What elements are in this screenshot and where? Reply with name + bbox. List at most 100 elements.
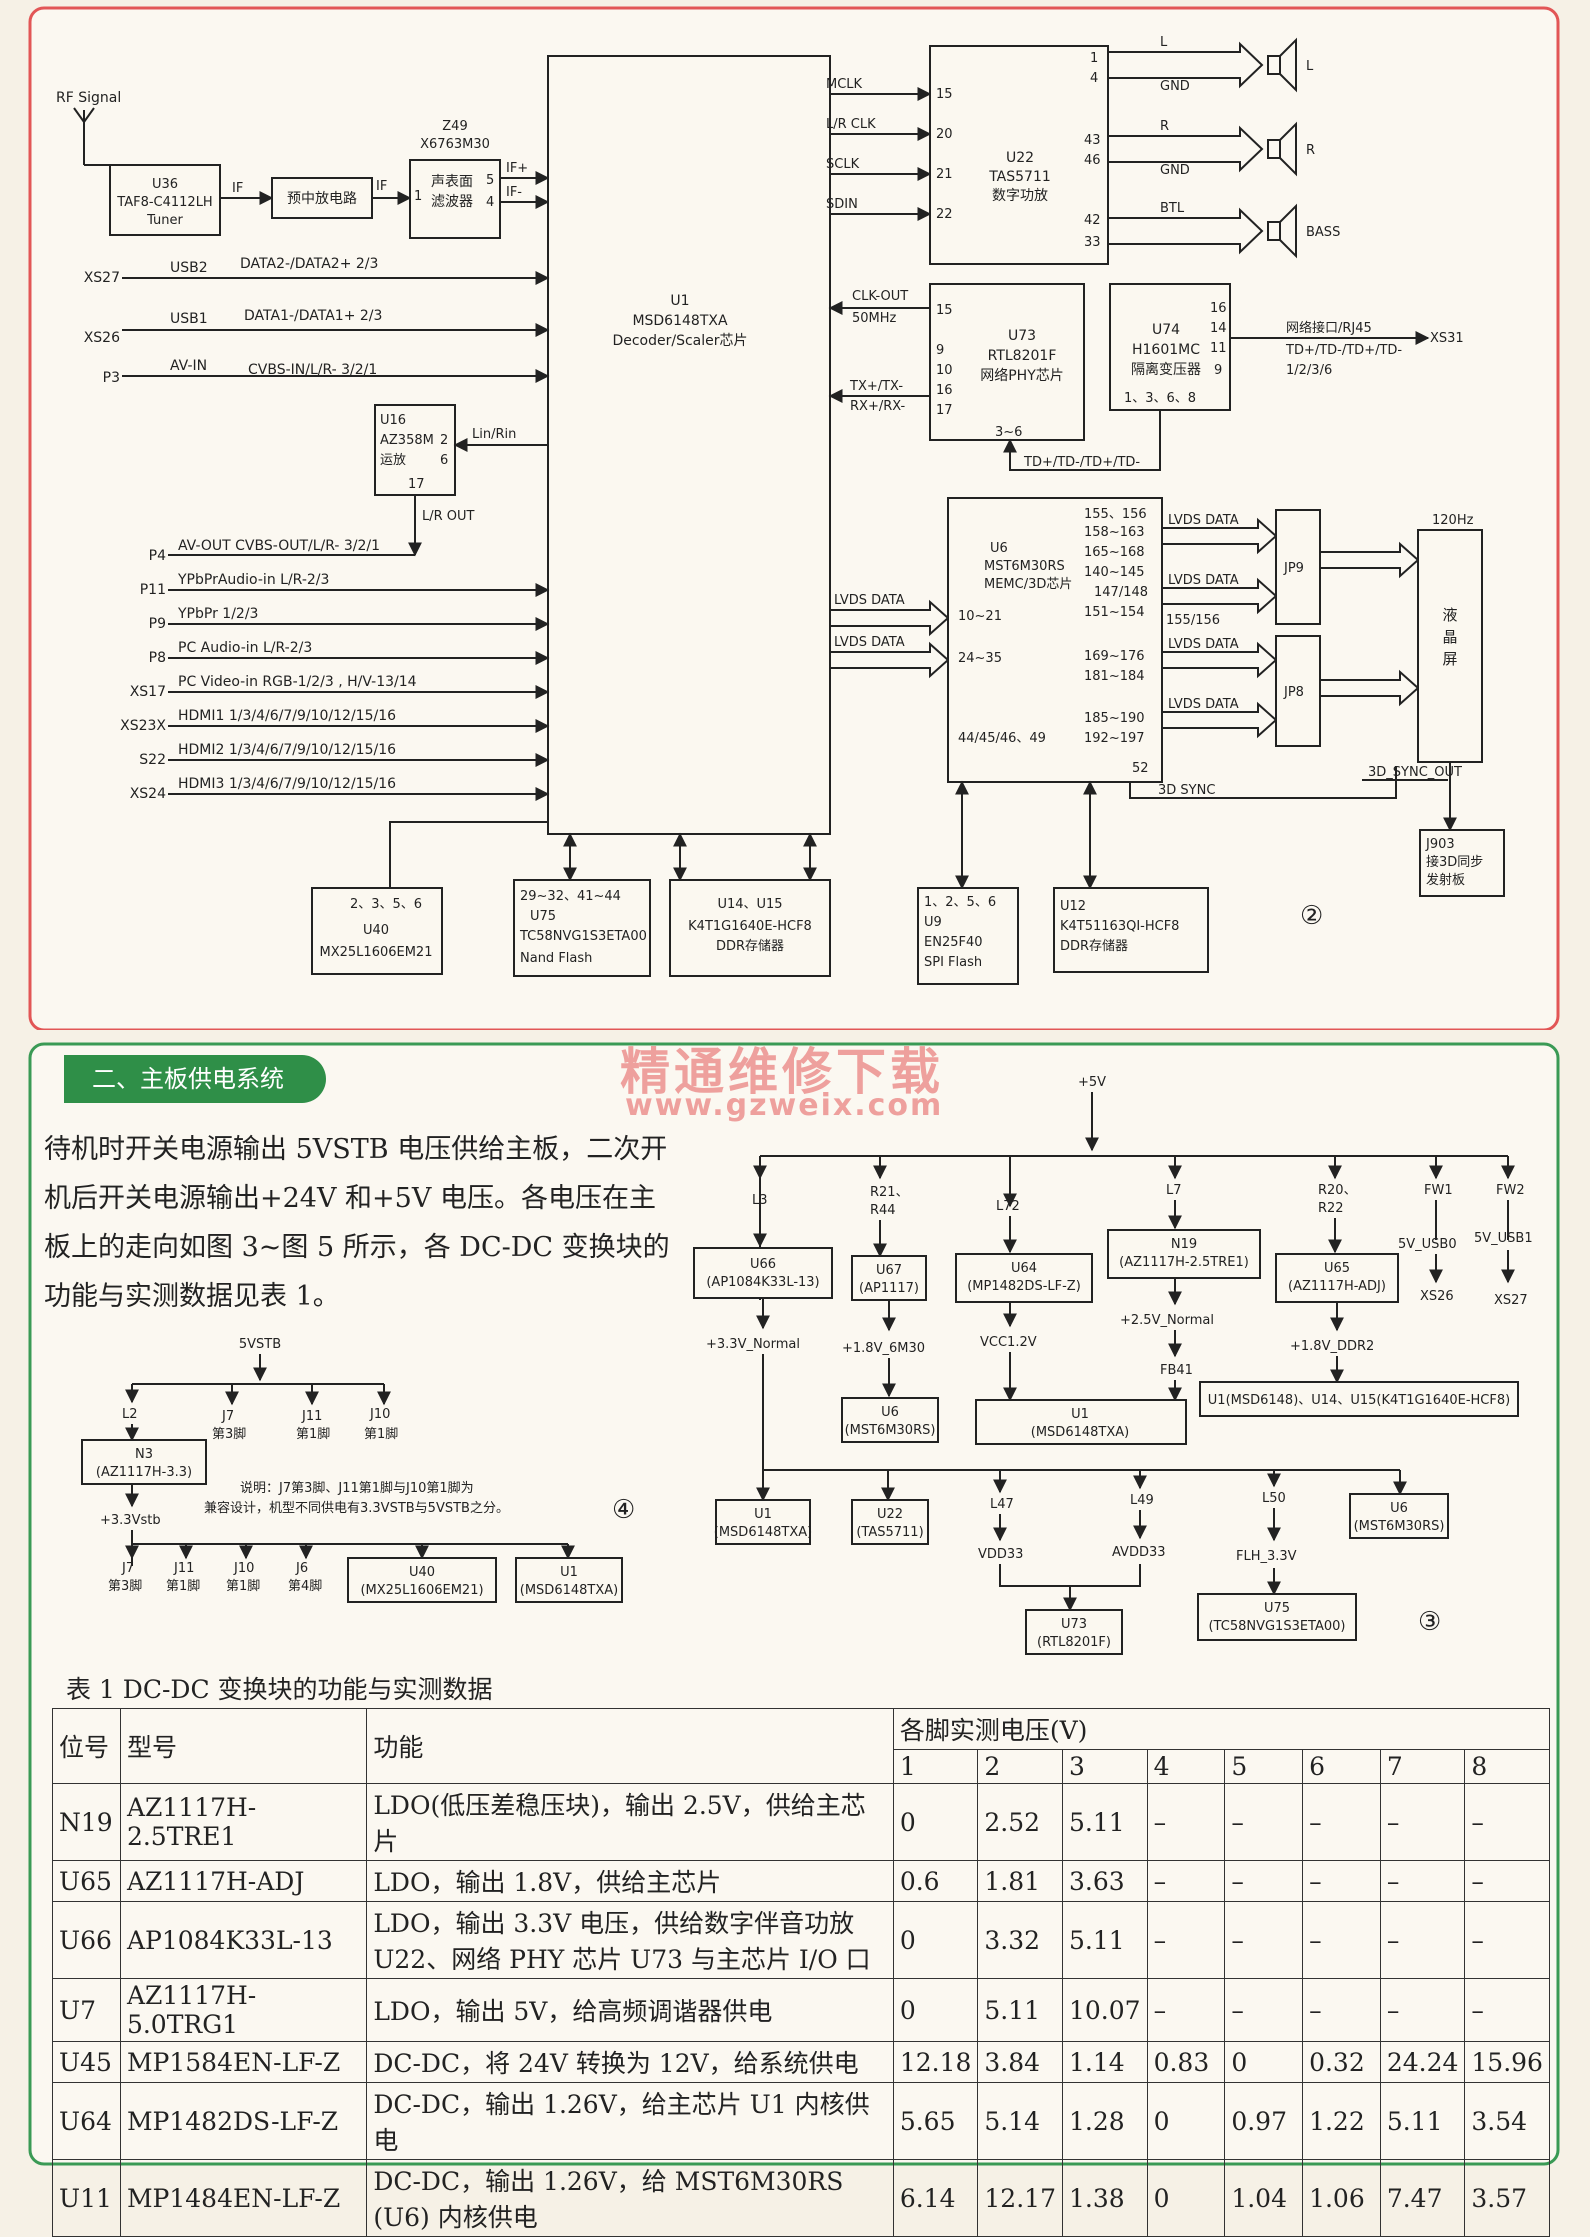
cell-voltage: 0.6 (892, 1860, 979, 1902)
svg-text:TAS5711: TAS5711 (988, 169, 1051, 185)
svg-text:9: 9 (1214, 363, 1222, 378)
svg-text:15: 15 (936, 303, 953, 318)
cell-voltage: 24.24 (1379, 2041, 1466, 2083)
svg-text:U1: U1 (754, 1507, 772, 1522)
u66-box (693, 1247, 833, 1299)
cell-voltage: – (1302, 1783, 1381, 1861)
svg-text:XS26: XS26 (1420, 1289, 1454, 1304)
saw-filter-box (409, 159, 501, 239)
svg-text:2、3、5、6: 2、3、5、6 (350, 897, 422, 912)
cell-voltage: 10.07 (1061, 1978, 1148, 2042)
svg-text:AV-OUT CVBS-OUT/L/R- 3/2/1: AV-OUT CVBS-OUT/L/R- 3/2/1 (178, 538, 380, 554)
cell-id: U11 (52, 2159, 121, 2237)
svg-text:52: 52 (1132, 761, 1149, 776)
svg-text:L3: L3 (752, 1193, 768, 1208)
svg-text:TAF8-C4112LH: TAF8-C4112LH (116, 195, 212, 210)
svg-text:43: 43 (1084, 133, 1101, 148)
svg-text:24~35: 24~35 (958, 651, 1002, 666)
cell-function: DC-DC，输出 1.26V，给 MST6M30RS (U6) 内核供电 (366, 2159, 894, 2237)
svg-text:LVDS DATA: LVDS DATA (1168, 513, 1239, 528)
cell-voltage: 1.81 (977, 1860, 1063, 1902)
svg-text:H1601MC: H1601MC (1132, 342, 1200, 358)
svg-text:U74: U74 (1152, 322, 1180, 338)
svg-text:J10: J10 (233, 1561, 254, 1576)
svg-text:42: 42 (1084, 213, 1101, 228)
svg-text:155/156: 155/156 (1166, 613, 1220, 628)
svg-text:FB41: FB41 (1160, 1363, 1193, 1378)
cell-voltage: – (1224, 1783, 1304, 1861)
cell-function: LDO，输出 5V，给高频调谐器供电 (366, 1978, 894, 2042)
cell-voltage: 3.32 (977, 1901, 1063, 1979)
svg-text:TX+/TX-: TX+/TX- (849, 379, 903, 394)
svg-text:U75: U75 (530, 909, 556, 924)
svg-text:网络接口/RJ45: 网络接口/RJ45 (1286, 320, 1372, 336)
cell-voltage: 3.63 (1061, 1860, 1148, 1902)
u6b-box (1349, 1493, 1449, 1539)
svg-text:1、3、6、8: 1、3、6、8 (1124, 391, 1196, 406)
header-model: 型号 (119, 1708, 368, 1784)
svg-text:120Hz: 120Hz (1432, 513, 1474, 528)
jp8-box (1275, 635, 1321, 747)
cell-voltage: 5.65 (892, 2082, 979, 2160)
svg-text:44/45/46、49: 44/45/46、49 (958, 731, 1046, 746)
cell-voltage: 0 (1146, 2082, 1226, 2160)
svg-text:(MSD6148TXA): (MSD6148TXA) (1031, 1425, 1129, 1440)
cell-voltage: 0 (1146, 2159, 1226, 2237)
pin-header: 3 (1061, 1749, 1148, 1784)
svg-text:5VSTB: 5VSTB (239, 1337, 281, 1352)
svg-text:DDR存储器: DDR存储器 (716, 939, 784, 954)
svg-text:165~168: 165~168 (1084, 545, 1145, 560)
svg-text:MSD6148TXA: MSD6148TXA (632, 313, 728, 329)
svg-text:S22: S22 (139, 752, 166, 768)
svg-text:L47: L47 (990, 1497, 1014, 1512)
svg-text:N3: N3 (135, 1447, 153, 1462)
u16-opamp-box (374, 404, 456, 496)
cell-voltage: – (1146, 1783, 1226, 1861)
svg-text:U73: U73 (1008, 328, 1036, 344)
u1-main-chip-box (547, 55, 831, 835)
svg-text:L/R OUT: L/R OUT (422, 509, 475, 524)
ddr-box (1199, 1381, 1519, 1417)
svg-text:MX25L1606EM21: MX25L1606EM21 (320, 945, 433, 960)
cell-id: U7 (52, 1978, 121, 2042)
svg-text:(MX25L1606EM21): (MX25L1606EM21) (360, 1583, 483, 1598)
cell-id: N19 (52, 1783, 121, 1861)
svg-text:R20、: R20、 (1318, 1183, 1357, 1198)
svg-text:IF: IF (232, 181, 243, 196)
svg-text:滤波器: 滤波器 (431, 194, 473, 210)
svg-text:R: R (1306, 143, 1315, 158)
svg-text:J903: J903 (1425, 837, 1455, 852)
svg-text:FW2: FW2 (1496, 1183, 1525, 1198)
svg-text:10~21: 10~21 (958, 609, 1002, 624)
svg-text:U75: U75 (1264, 1601, 1290, 1616)
svg-text:XS24: XS24 (130, 786, 166, 802)
u22-amp-box (929, 45, 1109, 265)
svg-text:U1: U1 (560, 1565, 578, 1580)
svg-text:PC Audio-in L/R-2/3: PC Audio-in L/R-2/3 (178, 640, 312, 656)
table-title: 表 1 DC-DC 变换块的功能与实测数据 (66, 1675, 493, 1704)
cell-id: U64 (52, 2082, 121, 2160)
svg-text:33: 33 (1084, 235, 1101, 250)
svg-text:声表面: 声表面 (431, 174, 473, 190)
svg-text:(AZ1117H-ADJ): (AZ1117H-ADJ) (1288, 1279, 1386, 1294)
cell-function: DC-DC，输出 1.26V，给主芯片 U1 内核供电 (366, 2082, 894, 2160)
svg-text:J7: J7 (221, 1409, 234, 1424)
svg-text:4: 4 (486, 195, 494, 210)
svg-text:TD+/TD-/TD+/TD-: TD+/TD-/TD+/TD- (1023, 455, 1140, 470)
svg-text:(MST6M30RS): (MST6M30RS) (845, 1423, 936, 1438)
cell-voltage: 3.54 (1464, 2082, 1550, 2160)
svg-text:22: 22 (936, 207, 953, 222)
header-function: 功能 (366, 1708, 894, 1784)
svg-text:YPbPrAudio-in L/R-2/3: YPbPrAudio-in L/R-2/3 (177, 572, 329, 588)
svg-text:L7: L7 (1166, 1183, 1182, 1198)
cell-voltage: – (1224, 1860, 1304, 1902)
cell-voltage: 0 (892, 1901, 979, 1979)
svg-text:169~176: 169~176 (1084, 649, 1145, 664)
cell-voltage: – (1379, 1783, 1466, 1861)
speaker-r-arrow (1108, 125, 1264, 173)
u75b-box (1197, 1593, 1357, 1641)
cell-voltage: 2.52 (977, 1783, 1063, 1861)
svg-text:140~145: 140~145 (1084, 565, 1145, 580)
